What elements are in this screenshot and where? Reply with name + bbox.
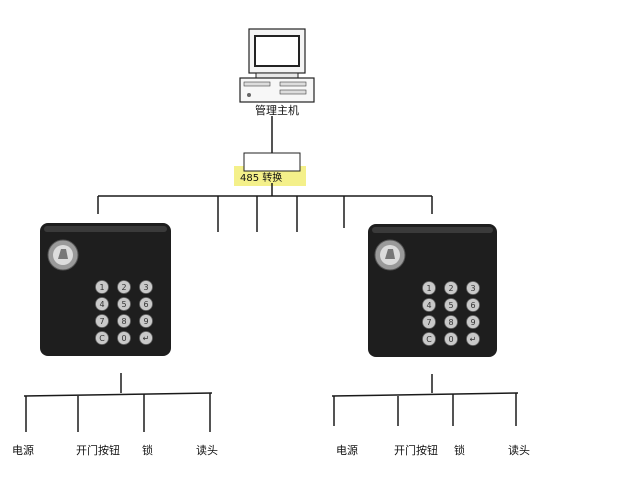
keypad-key[interactable]: 2 <box>444 281 458 295</box>
keypad-key-label: 5 <box>121 300 126 309</box>
bell-icon <box>58 249 68 259</box>
label-power: 电源 <box>336 443 358 457</box>
keypad-key[interactable]: 7 <box>95 314 109 328</box>
keypad-key-label: ↵ <box>470 335 477 344</box>
keypad-key-label: 7 <box>426 318 431 327</box>
host-computer: 管理主机 <box>239 28 315 117</box>
bell-icon <box>385 249 395 259</box>
keypad-key-label: ↵ <box>143 334 150 343</box>
keypad-key-label: 6 <box>470 301 475 310</box>
keypad-key-label: 7 <box>99 317 104 326</box>
keypad-key[interactable]: 0 <box>117 331 131 345</box>
keypad-key[interactable]: C <box>95 331 109 345</box>
label-power: 电源 <box>12 443 34 457</box>
keypad-key[interactable]: 7 <box>422 315 436 329</box>
keypad-key-label: 3 <box>143 283 148 292</box>
converter-box <box>243 152 301 172</box>
peripheral-wiring-right <box>331 374 519 426</box>
keypad-key[interactable]: 9 <box>466 315 480 329</box>
keypad-key[interactable]: 6 <box>466 298 480 312</box>
peripheral-labels-left: 电源 开门按钮 锁 读头 <box>12 443 218 457</box>
peripheral-labels-right: 电源 开门按钮 锁 读头 <box>336 443 530 457</box>
keypad-key[interactable]: C <box>422 332 436 346</box>
keypad-key[interactable]: 4 <box>422 298 436 312</box>
keypad-key[interactable]: 8 <box>117 314 131 328</box>
converter-label: 485 转换 <box>240 171 282 184</box>
access-controller-left: 1 2 3 4 5 6 7 8 9C 0 ↵ <box>40 223 171 356</box>
converter-485: 485 转换 <box>234 152 306 186</box>
keypad-key-label: 0 <box>448 335 453 344</box>
keypad-key[interactable]: 4 <box>95 297 109 311</box>
computer-icon <box>239 28 315 103</box>
keypad-key[interactable]: 5 <box>117 297 131 311</box>
keypad-key-label: 3 <box>470 284 475 293</box>
keypad-key-label: 8 <box>448 318 453 327</box>
keypad-key[interactable]: 1 <box>422 281 436 295</box>
keypad: 1 2 3 4 5 6 7 8 9C 0 ↵ <box>95 280 153 345</box>
keypad-key-label: 0 <box>121 334 126 343</box>
label-exit-button: 开门按钮 <box>76 443 120 457</box>
keypad-key[interactable]: ↵ <box>139 331 153 345</box>
keypad-key-label: C <box>99 334 105 343</box>
host-label: 管理主机 <box>255 103 299 117</box>
keypad: 1 2 3 4 5 6 7 8 9C 0 ↵ <box>422 281 480 346</box>
keypad-key[interactable]: 8 <box>444 315 458 329</box>
rs485-bus <box>97 195 433 232</box>
keypad-key-label: 8 <box>121 317 126 326</box>
keypad-key-label: 9 <box>470 318 475 327</box>
keypad-key-label: 1 <box>426 284 431 293</box>
label-reader: 读头 <box>196 443 218 457</box>
keypad-key[interactable]: 2 <box>117 280 131 294</box>
keypad-key[interactable]: 1 <box>95 280 109 294</box>
label-lock: 锁 <box>142 443 153 457</box>
label-reader: 读头 <box>508 443 530 457</box>
keypad-key[interactable]: 3 <box>466 281 480 295</box>
keypad-key[interactable]: 6 <box>139 297 153 311</box>
keypad-key[interactable]: 0 <box>444 332 458 346</box>
keypad-key[interactable]: 3 <box>139 280 153 294</box>
label-exit-button: 开门按钮 <box>394 443 438 457</box>
keypad-key[interactable]: ↵ <box>466 332 480 346</box>
keypad-key-label: 1 <box>99 283 104 292</box>
keypad-key-label: 6 <box>143 300 148 309</box>
peripheral-wiring-left <box>23 373 213 432</box>
keypad-key-label: 5 <box>448 301 453 310</box>
label-lock: 锁 <box>454 443 465 457</box>
access-controller-right: 1 2 3 4 5 6 7 8 9C 0 ↵ <box>368 224 497 357</box>
keypad-key-label: 4 <box>426 301 431 310</box>
keypad-key-label: C <box>426 335 432 344</box>
keypad-key-label: 4 <box>99 300 104 309</box>
keypad-key-label: 9 <box>143 317 148 326</box>
keypad-key[interactable]: 9 <box>139 314 153 328</box>
keypad-key-label: 2 <box>448 284 453 293</box>
keypad-key-label: 2 <box>121 283 126 292</box>
keypad-key[interactable]: 5 <box>444 298 458 312</box>
